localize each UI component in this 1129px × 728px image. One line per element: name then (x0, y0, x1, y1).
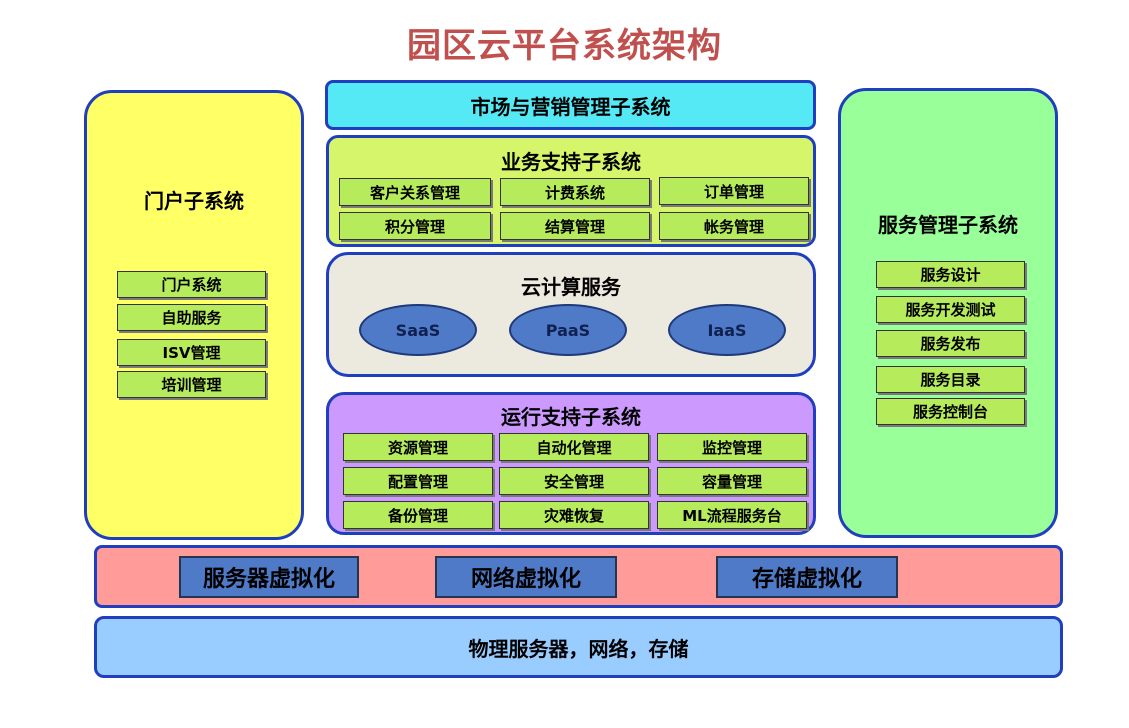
virtualization-item: 存储虚拟化 (716, 556, 898, 598)
market-subsystem-panel: 市场与营销管理子系统 (325, 80, 816, 130)
portal-item: 自助服务 (117, 304, 266, 331)
service-management-title: 服务管理子系统 (878, 213, 1018, 237)
portal-item: 培训管理 (117, 371, 266, 398)
saas-node: SaaS (359, 304, 477, 356)
portal-subsystem-title: 门户子系统 (144, 189, 244, 213)
business-item: 计费系统 (500, 178, 650, 206)
service-item: 服务控制台 (876, 398, 1025, 425)
business-item: 订单管理 (659, 177, 809, 205)
operations-item: 监控管理 (657, 433, 807, 461)
portal-item: 门户系统 (117, 271, 266, 298)
operations-item: 容量管理 (657, 467, 807, 495)
operations-item: 备份管理 (343, 501, 493, 529)
operations-item: ML流程服务台 (657, 501, 807, 529)
portal-subsystem-panel: 门户子系统 门户系统 自助服务 ISV管理 培训管理 (84, 90, 304, 540)
operations-item: 灾难恢复 (499, 501, 649, 529)
market-subsystem-title: 市场与营销管理子系统 (470, 94, 671, 119)
business-support-panel: 业务支持子系统 客户关系管理 计费系统 订单管理 积分管理 结算管理 帐务管理 (326, 135, 816, 247)
virtualization-layer: 服务器虚拟化 网络虚拟化 存储虚拟化 (94, 545, 1063, 608)
operations-support-panel: 运行支持子系统 资源管理 自动化管理 监控管理 配置管理 安全管理 容量管理 备… (326, 392, 816, 535)
operations-item: 配置管理 (343, 467, 493, 495)
service-management-panel: 服务管理子系统 服务设计 服务开发测试 服务发布 服务目录 服务控制台 (838, 88, 1058, 538)
service-item: 服务发布 (876, 330, 1025, 357)
business-item: 客户关系管理 (339, 178, 491, 206)
operations-item: 资源管理 (343, 433, 493, 461)
business-item: 帐务管理 (659, 212, 809, 240)
business-item: 结算管理 (500, 212, 650, 240)
portal-item: ISV管理 (117, 339, 266, 366)
virtualization-item: 服务器虚拟化 (179, 556, 359, 598)
virtualization-item: 网络虚拟化 (435, 556, 617, 598)
business-item: 积分管理 (339, 212, 491, 240)
diagram-title: 园区云平台系统架构 (407, 26, 722, 66)
operations-item: 自动化管理 (499, 433, 649, 461)
paas-node: PaaS (509, 304, 627, 356)
cloud-services-title: 云计算服务 (521, 275, 621, 299)
service-item: 服务开发测试 (876, 296, 1025, 323)
physical-layer: 物理服务器，网络，存储 (94, 616, 1063, 678)
physical-layer-title: 物理服务器，网络，存储 (468, 636, 689, 661)
operations-item: 安全管理 (499, 467, 649, 495)
cloud-services-panel: 云计算服务 SaaS PaaS IaaS (326, 252, 816, 377)
service-item: 服务目录 (876, 366, 1025, 393)
service-item: 服务设计 (876, 261, 1025, 288)
business-support-title: 业务支持子系统 (501, 150, 641, 174)
iaas-node: IaaS (668, 304, 786, 356)
operations-support-title: 运行支持子系统 (501, 405, 641, 429)
